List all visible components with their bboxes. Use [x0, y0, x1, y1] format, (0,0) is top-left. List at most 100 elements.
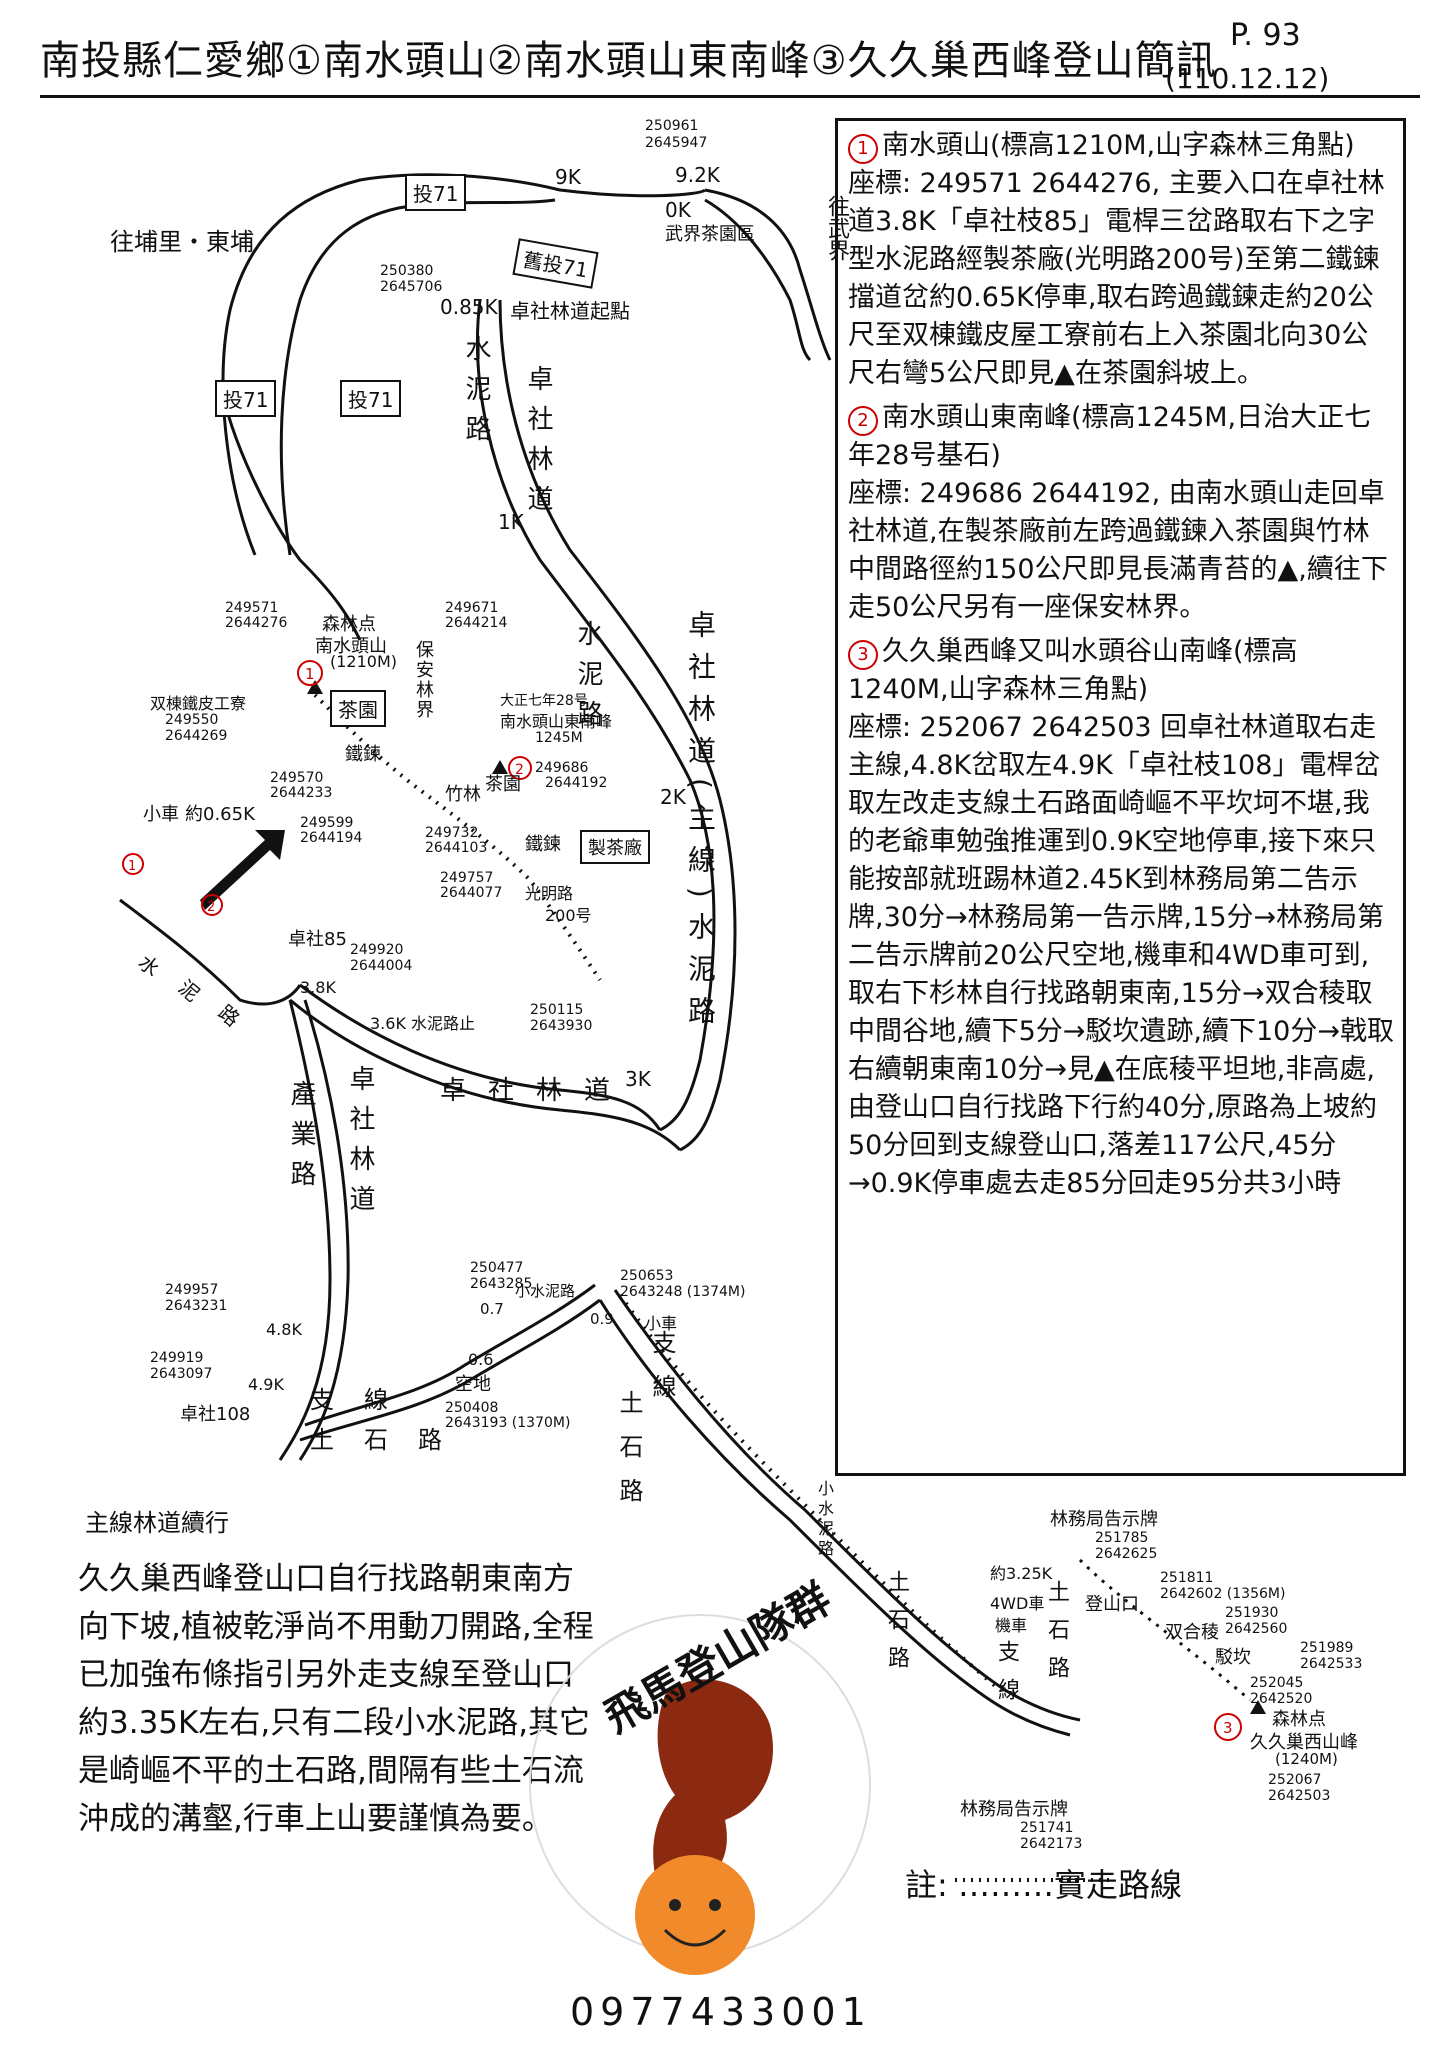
peak-2-name: 南水頭山東南峰 [500, 712, 613, 731]
mini-marker-2 [201, 894, 223, 916]
path-coord-2: 2644233 [270, 785, 333, 801]
cabin-coord-2: 2644269 [165, 728, 228, 744]
peak-2-note: 大正七年28号 [500, 693, 588, 709]
km-3-label: 3K [625, 1067, 651, 1091]
zhuoshe-road-lower [289, 998, 682, 1152]
km-2-label: 2K [660, 785, 686, 809]
trailhead-3-label: 登山口 [1085, 1594, 1139, 1615]
small-cement-2-label: 小水泥路 [815, 1480, 834, 1560]
km-4-9-coord-1: 249919 [150, 1350, 204, 1366]
road-zhuoshe-label: 卓社林道 [523, 365, 553, 525]
km-4-9-label: 4.9K [248, 1375, 284, 1394]
industry-road [278, 999, 332, 1461]
path-coord-4: 2644194 [300, 830, 363, 846]
phone-number: 0977433001 [570, 1990, 872, 2034]
tea-garden-box: 茶園 [330, 690, 386, 727]
zhuoshe-road-v2-label: 卓社林道 [345, 1065, 375, 1225]
branch-road-label: 支線 [310, 1386, 418, 1414]
branch-road [299, 1298, 601, 1442]
to-puli-label: 往埔里・東埔 [110, 228, 254, 256]
km-0-7-coord-1: 250477 [470, 1260, 524, 1276]
coord-top-2: 2645947 [645, 135, 708, 151]
small-car-2-label: 小車 [645, 1314, 678, 1333]
peak-3-coord-1: 252067 [1268, 1772, 1322, 1788]
page-title: 南投縣仁愛鄉①南水頭山②南水頭山東南峰③久久巢西峰登山簡訊 [40, 38, 1217, 84]
road-cement-label: 水泥路 [461, 335, 491, 455]
peak-1-title: 南水頭山 [315, 636, 387, 657]
branch-road-inner [304, 1283, 596, 1427]
trailhead-3-coord-2: 2642602 (1356M) [1160, 1586, 1286, 1602]
walked-route-branch [618, 1293, 1002, 1692]
peak-2-triangle [492, 760, 508, 774]
km-0-7-label: 0.7 [480, 1300, 504, 1318]
small-cement-label: 小水泥路 [515, 1282, 576, 1300]
number-3-marker: 3 [848, 640, 878, 670]
retaining-wall-label: 駁坎 [1215, 1647, 1251, 1668]
forestry-sign-2-label: 林務局告示牌 [960, 1799, 1068, 1820]
factory-label: 製茶廠 [580, 830, 650, 864]
km-3-25-label: 約3.25K [990, 1564, 1053, 1583]
km-0-9-coord-2: 2643248 (1374M) [620, 1284, 746, 1300]
peak-2-coord-1: 249686 [535, 760, 589, 776]
soil-road-3-label: 土石路 [884, 1570, 909, 1684]
road-71-inner [279, 198, 556, 556]
cabin-label: 双棟鐵皮工寮 [150, 694, 247, 713]
pegasus-club-logo [529, 1614, 871, 1975]
peak-1-coord-2: 2644276 [225, 615, 288, 631]
cabin-coord-1: 249550 [165, 712, 219, 728]
retaining-wall-coord-1: 251989 [1300, 1640, 1354, 1656]
to-wujie-label: 往武界 [824, 195, 849, 261]
svg-text:1: 1 [128, 859, 136, 874]
map-marker-2 [508, 756, 532, 780]
forestry-sign-1-coord-2: 2642625 [1095, 1546, 1158, 1562]
chain-2-label: 鐵鍊 [525, 834, 561, 855]
path-coord-6: 2644103 [425, 840, 488, 856]
map-marker-3 [1214, 1713, 1242, 1741]
km-0-85-label: 0.85K [440, 295, 498, 319]
peak-1-triangle [307, 680, 323, 694]
km-0-9-label: 0.9 [590, 1310, 614, 1328]
soil-road-label: 土石路 [310, 1426, 472, 1454]
pole-85-coord-2: 2644004 [350, 958, 413, 974]
clearing-coord-2: 2643193 (1370M) [445, 1415, 571, 1431]
trail-note: 久久巢西峰登山口自行找路朝東南方向下坡,植被乾淨尚不用動刀開路,全程已加強布條指… [78, 1561, 594, 1837]
zhuoshe-road-main-inner [498, 299, 737, 1152]
peak-2-coord-a1: 249671 [445, 600, 499, 616]
km-3-8-label: 3.8K [300, 978, 336, 997]
km-0-label: 0K [665, 198, 691, 222]
trail-peak-3 [1078, 1558, 1251, 1702]
tea-area-label: 武界茶園區 [665, 224, 755, 245]
forestry-sign-2-coord-1: 251741 [1020, 1820, 1074, 1836]
km-1-label: 1K [498, 510, 524, 534]
small-car-label: 小車 [143, 804, 179, 825]
bamboo-label: 竹林 [445, 784, 481, 805]
peak-3-forest-point: 森林点 [1272, 1709, 1326, 1730]
waypoint-coord-1: 252045 [1250, 1675, 1304, 1691]
km-4-8-label: 4.8K [266, 1320, 302, 1339]
road-71-sign-right: 投71 [340, 380, 402, 417]
km-3-6-coord-1: 250115 [530, 1002, 584, 1018]
ridge-label: 双合稜 [1165, 1622, 1219, 1643]
peak-3-elevation: (1240M) [1275, 1750, 1338, 1768]
zhuoshe-road-main [476, 299, 716, 1132]
section-3-title: 久久巢西峰又叫水頭谷山南峰(標高1240M,山字森林三角點) [848, 636, 1298, 705]
road-to-wujie-inner [704, 198, 812, 362]
forestry-sign-2-coord-2: 2642173 [1020, 1836, 1083, 1852]
km-4-8-coord-1: 249957 [165, 1282, 219, 1298]
no-200-label: 200号 [545, 906, 592, 925]
svg-text:2: 2 [515, 762, 524, 778]
mini-marker-1 [122, 853, 144, 875]
chain-1-label: 鐵鍊 [345, 744, 381, 765]
path-coord-8: 2644077 [440, 885, 503, 901]
km-0-7-coord-2: 2643285 [470, 1276, 533, 1292]
svg-text:3: 3 [1223, 1719, 1233, 1737]
peak-3-coord-2: 2642503 [1268, 1788, 1331, 1804]
number-2-marker: 2 [848, 406, 878, 436]
branch-road-2-label: 支線 [648, 1330, 676, 1418]
coord-top-1: 250961 [645, 118, 699, 134]
trailhead-label: 卓社林道起點 [510, 299, 630, 323]
main-road-continue-label: 主線林道續行 [85, 1509, 229, 1537]
